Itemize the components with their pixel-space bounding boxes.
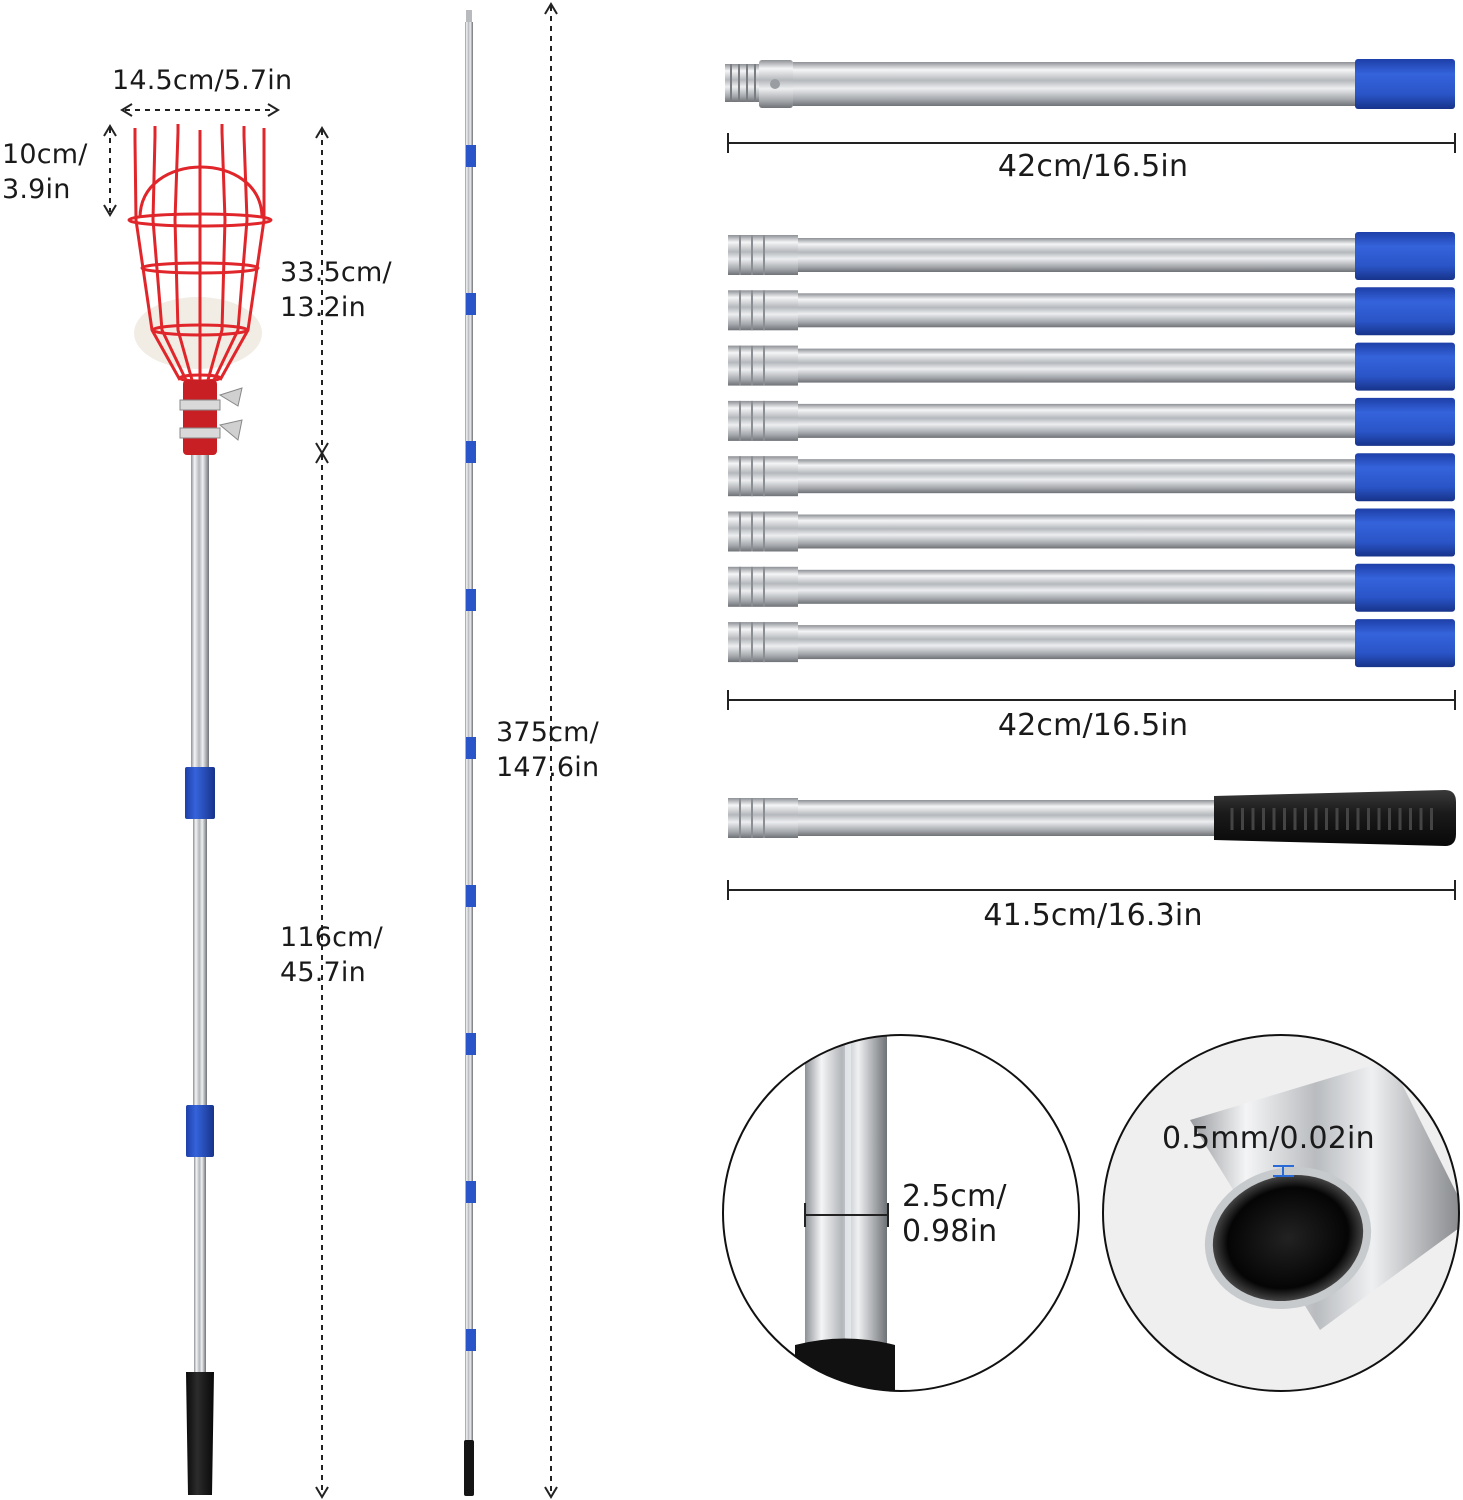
middle-segments: [728, 232, 1455, 668]
middle-segment: [728, 508, 1455, 557]
pole-sleeve: [466, 737, 476, 759]
pole-sleeve: [466, 885, 476, 907]
pole-length-label-line1: 116cm/: [280, 922, 383, 953]
fruit-picker-basket: [127, 124, 273, 455]
tip-dimension-line: [727, 133, 1456, 153]
middle-segment: [728, 453, 1455, 502]
handle-dimension-line: [727, 880, 1456, 900]
pole-sleeve: [466, 1033, 476, 1055]
pole-sleeve: [466, 1181, 476, 1203]
wall-thickness-detail-circle: [1102, 1034, 1460, 1392]
pole-length-label-line2: 45.7in: [280, 957, 366, 988]
tip-segment-length-label: 42cm/16.5in: [997, 149, 1189, 184]
full-length-label-line1: 375cm/: [496, 717, 599, 748]
basket-height-label-line1: 33.5cm/: [280, 257, 392, 288]
handle-segment-length-label: 41.5cm/16.3in: [983, 898, 1203, 933]
extended-pole: [464, 10, 474, 1496]
full-length-label-line2: 147.6in: [496, 752, 600, 783]
pole-sleeve: [466, 441, 476, 463]
diameter-label-line2: 0.98in: [902, 1214, 998, 1249]
handle-segment: [728, 790, 1456, 846]
basket-top-height-label-line2: 3.9in: [2, 174, 71, 205]
middle-segment: [728, 287, 1455, 336]
basket-top-height-label-line1: 10cm/: [2, 139, 88, 170]
dimension-lines: [103, 2, 558, 1499]
middle-segment: [728, 563, 1455, 612]
middle-segment: [728, 232, 1455, 280]
middle-segment: [728, 619, 1455, 668]
threaded-tip-segment: [725, 59, 1455, 109]
middle-segment-length-label: 42cm/16.5in: [997, 708, 1189, 743]
middle-segment: [728, 397, 1455, 446]
pole-sleeve: [466, 293, 476, 315]
pole-sleeve: [466, 1329, 476, 1351]
wall-thickness-label: 0.5mm/0.02in: [1162, 1121, 1375, 1156]
middle-segment: [728, 342, 1455, 391]
pole-sleeve: [466, 145, 476, 167]
pole-sleeve: [466, 589, 476, 611]
diameter-label-line1: 2.5cm/: [902, 1179, 1007, 1214]
pole-sleeves: [466, 145, 476, 1351]
basket-height-label-line2: 13.2in: [280, 292, 366, 323]
diameter-detail-circle: [722, 1034, 1080, 1392]
middle-dimension-line: [727, 690, 1456, 710]
telescopic-pole-section: [185, 455, 215, 1495]
basket-width-label: 14.5cm/5.7in: [112, 65, 293, 96]
